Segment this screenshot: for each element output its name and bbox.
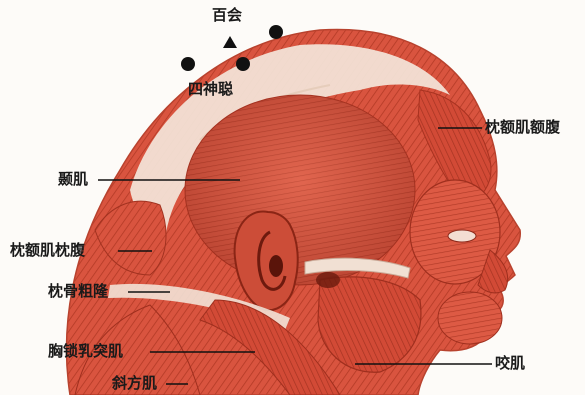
label-occipitofrontalis-occipital: 枕额肌枕腹: [10, 241, 85, 259]
sishencong-point-2: [236, 57, 250, 71]
sishencong-point-1: [181, 57, 195, 71]
orbicularis-oris: [438, 292, 502, 344]
label-external-occipital-protuberance: 枕骨粗隆: [48, 282, 108, 300]
baihui-triangle-marker: [223, 36, 237, 48]
label-masseter: 咬肌: [495, 354, 525, 372]
label-occipitofrontalis-frontal: 枕额肌额腹: [485, 118, 560, 136]
label-baihui: 百会: [212, 6, 242, 24]
sishencong-point-3: [269, 25, 283, 39]
label-temporalis: 颞肌: [58, 170, 88, 188]
label-sishencong: 四神聪: [188, 80, 233, 98]
label-trapezius: 斜方肌: [112, 374, 157, 392]
label-sternocleidomastoid: 胸锁乳突肌: [48, 342, 123, 360]
